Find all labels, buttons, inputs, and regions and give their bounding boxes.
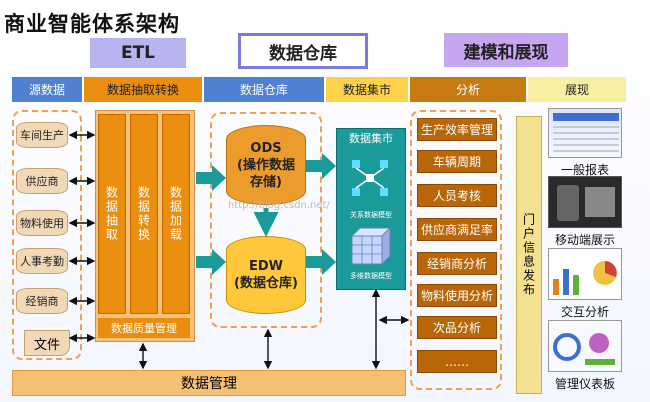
edw-line2: (数据仓库) (234, 276, 298, 291)
view-label-report: 一般报表 (560, 163, 609, 177)
bar-mart: 数据集市 (326, 77, 408, 102)
edw-line1: EDW (248, 259, 283, 274)
bar-analysis: 分析 (410, 77, 526, 102)
quality-management: 数据质量管理 (98, 318, 190, 338)
analysis-item: 经销商分析 (417, 252, 497, 275)
data-warehouse-header: 数据仓库 (238, 33, 368, 69)
page-title: 商业智能体系架构 (4, 12, 180, 36)
source-item: 供应商 (16, 168, 68, 194)
file-icon: 文件 (24, 330, 70, 356)
source-panel (12, 110, 82, 360)
interactive-thumbnail (548, 248, 622, 300)
analysis-item: 生产效率管理 (417, 118, 497, 141)
ods-line2: (操作数据 (237, 157, 295, 173)
analysis-item: 次品分析 (417, 316, 497, 339)
analysis-item: …… (417, 350, 497, 373)
analysis-item: 供应商满足率 (417, 218, 497, 241)
source-item: 人事考勤 (16, 248, 68, 274)
etl-extract: 数据抽取 (98, 114, 126, 314)
dw-panel (210, 112, 322, 328)
view-label-mobile: 移动端展示 (554, 233, 615, 247)
report-thumbnail (548, 108, 622, 158)
view-label-interactive: 交互分析 (560, 305, 609, 319)
relational-model-label: 关系数据模型 (350, 211, 392, 219)
bar-dw: 数据仓库 (204, 77, 324, 102)
analysis-item: 车辆周期 (417, 150, 497, 173)
mobile-thumbnail (548, 176, 622, 228)
view-label-dashboard: 管理仪表板 (554, 377, 615, 391)
analysis-item: 人员考核 (417, 184, 497, 207)
bar-etl: 数据抽取转换 (84, 77, 202, 102)
source-item: 物料使用 (16, 210, 68, 236)
source-item: 经销商 (16, 288, 68, 314)
ods-line1: ODS (250, 140, 282, 156)
multidimensional-model-icon (348, 226, 392, 266)
ods-line3: 存储) (250, 174, 282, 190)
data-management-bar: 数据管理 (12, 370, 406, 396)
bar-display: 展现 (528, 77, 626, 102)
modeling-header: 建模和展现 (444, 33, 568, 67)
etl-transform: 数据转换 (130, 114, 158, 314)
file-label: 文件 (33, 337, 60, 353)
etl-header: ETL (90, 38, 186, 68)
analysis-item: 物料使用分析 (417, 284, 497, 307)
analysis-panel (410, 110, 502, 390)
dashboard-thumbnail (548, 320, 622, 372)
watermark: http://blog.csdn.net/ (228, 200, 330, 211)
bar-source: 源数据 (12, 77, 82, 102)
multidimensional-model-label: 多维数据模型 (350, 272, 392, 280)
ods-cylinder: ODS (操作数据 存储) (226, 125, 306, 205)
etl-load: 数据加载 (162, 114, 190, 314)
data-mart-title: 数据集市 (349, 132, 393, 145)
relational-model-icon (350, 158, 390, 200)
source-item: 车间生产 (16, 122, 68, 148)
portal-panel: 门户信息发布 (516, 116, 542, 394)
